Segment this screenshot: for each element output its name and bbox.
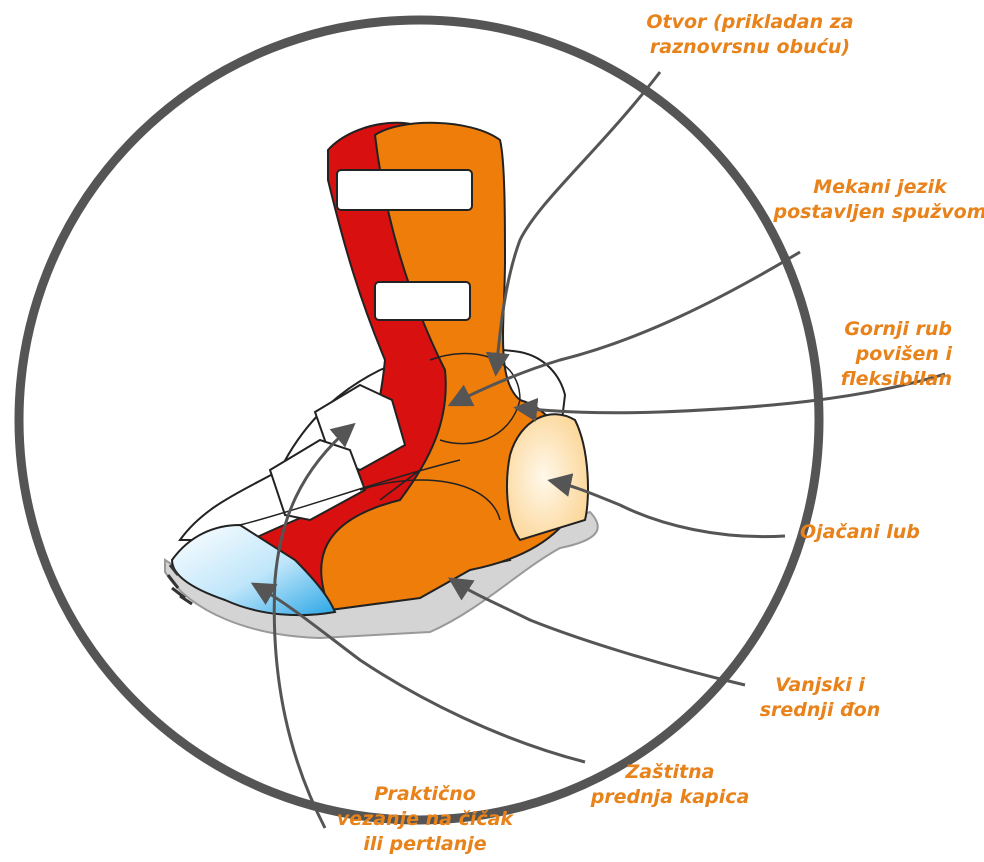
- heel-counter: [507, 414, 588, 540]
- middle-strap: [375, 282, 470, 320]
- label-sole-line-1: Vanjski i: [745, 673, 895, 698]
- label-heel: Ojačani lub: [800, 520, 950, 545]
- label-tongue: Mekani jezik postavljen spužvom: [760, 175, 984, 225]
- label-top-edge: Gornji rub povišen i fleksibilan: [810, 317, 952, 392]
- label-opening-line-1: Otvor (prikladan za: [630, 10, 870, 35]
- label-heel-line-1: Ojačani lub: [800, 520, 950, 545]
- label-toe-cap-line-1: Zaštitna: [575, 760, 765, 785]
- label-opening-line-2: raznovrsnu obuću): [630, 35, 870, 60]
- leader-sole: [452, 580, 745, 685]
- label-top-edge-line-2: povišen i: [810, 342, 952, 367]
- label-fastening-line-1: Praktično: [330, 782, 520, 807]
- label-toe-cap-line-2: prednja kapica: [575, 785, 765, 810]
- upper-strap: [337, 170, 472, 210]
- label-top-edge-line-1: Gornji rub: [810, 317, 952, 342]
- label-sole-line-2: srednji đon: [745, 698, 895, 723]
- label-tongue-line-1: Mekani jezik: [760, 175, 984, 200]
- label-top-edge-line-3: fleksibilan: [810, 367, 952, 392]
- label-opening: Otvor (prikladan za raznovrsnu obuću): [630, 10, 870, 60]
- label-tongue-line-2: postavljen spužvom: [760, 200, 984, 225]
- label-fastening-line-3: ili pertlanje: [330, 832, 520, 857]
- label-sole: Vanjski i srednji đon: [745, 673, 895, 723]
- label-toe-cap: Zaštitna prednja kapica: [575, 760, 765, 810]
- label-fastening: Praktično vezanje na čičak ili pertlanje: [330, 782, 520, 857]
- label-fastening-line-2: vezanje na čičak: [330, 807, 520, 832]
- leader-opening: [496, 72, 660, 372]
